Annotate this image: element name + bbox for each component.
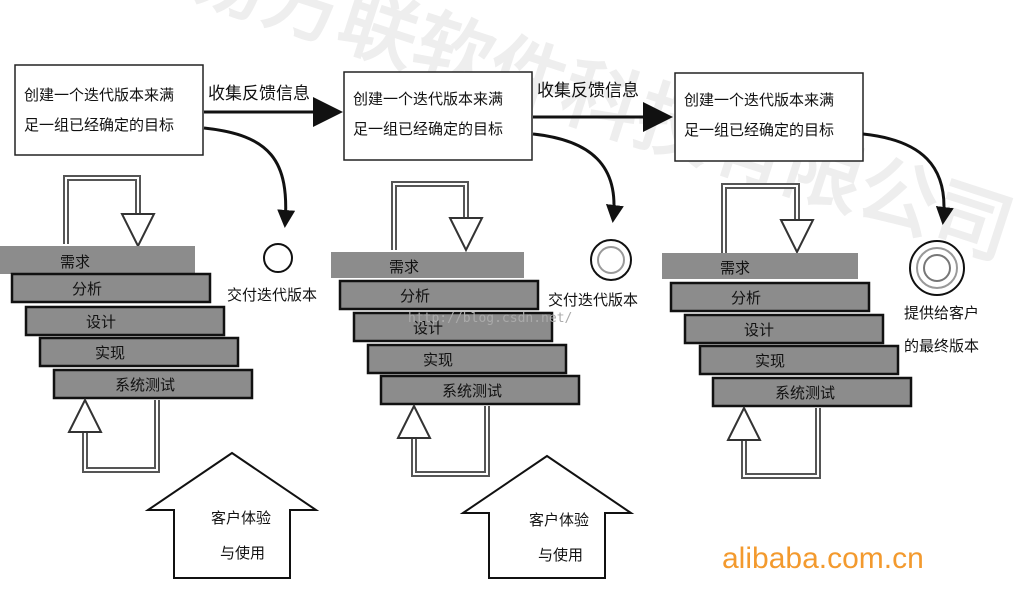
customer-label-1: 客户体验 xyxy=(211,509,271,527)
step-implementation-3 xyxy=(698,344,900,376)
goal-line2: 足一组已经确定的目标 xyxy=(24,116,174,134)
step-label: 需求 xyxy=(60,253,90,271)
step-label: 需求 xyxy=(720,259,750,277)
step-analysis-1 xyxy=(10,272,212,304)
goal-box-2 xyxy=(343,71,533,161)
loop-bottom-1 xyxy=(82,400,160,473)
loop-bottom-3 xyxy=(741,408,821,479)
customer-arrow-2 xyxy=(459,454,635,579)
deliverable-circle-1 xyxy=(263,243,293,273)
step-label: 实现 xyxy=(95,344,125,362)
goal-line1: 创建一个迭代版本来满 xyxy=(684,91,834,109)
step-label: 分析 xyxy=(400,287,430,305)
goal-line2: 足一组已经确定的目标 xyxy=(684,121,834,139)
loop-top-head-2 xyxy=(448,217,484,253)
customer-label-1: 客户体验 xyxy=(529,511,589,529)
loop-bottom-head-1 xyxy=(67,397,103,433)
loop-bottom-2 xyxy=(411,406,490,477)
step-system-test-1 xyxy=(52,368,254,400)
customer-label-2: 与使用 xyxy=(220,544,265,562)
goal-line1: 创建一个迭代版本来满 xyxy=(24,86,174,104)
step-implementation-2 xyxy=(366,343,568,375)
step-label: 分析 xyxy=(72,280,102,298)
loop-top-head-3 xyxy=(779,219,815,255)
step-label: 系统测试 xyxy=(442,382,502,400)
deliver-arrow-1 xyxy=(203,126,296,228)
loop-bottom-head-2 xyxy=(396,403,432,439)
goal-line2: 足一组已经确定的目标 xyxy=(353,120,503,138)
step-design-1 xyxy=(24,305,226,337)
step-analysis-2 xyxy=(338,279,540,311)
step-label: 系统测试 xyxy=(115,376,175,394)
step-label: 设计 xyxy=(744,321,774,339)
step-analysis-3 xyxy=(669,281,871,313)
step-requirements-3 xyxy=(662,253,858,279)
step-design-2 xyxy=(352,311,554,343)
goal-box-1 xyxy=(14,64,204,156)
step-label: 实现 xyxy=(755,352,785,370)
iteration-1: 创建一个迭代版本来满 足一组已经确定的目标 交付迭代版本 需求 分析 设计 实现… xyxy=(0,64,320,579)
customer-arrow-1 xyxy=(144,451,320,579)
feedback-arrows: 收集反馈信息 收集反馈信息 xyxy=(204,81,673,132)
step-label: 实现 xyxy=(423,351,453,369)
url-watermark: http://blog.csdn.net/ xyxy=(408,311,572,326)
step-label: 系统测试 xyxy=(775,384,835,402)
loop-top-head-1 xyxy=(120,213,156,249)
loop-top-1 xyxy=(63,175,141,244)
iteration-3: 创建一个迭代版本来满 足一组已经确定的目标 提供给客户 的最终版本 需求 分析 … xyxy=(662,72,979,479)
step-label: 需求 xyxy=(389,258,419,276)
step-design-3 xyxy=(683,313,885,345)
feedback-label-2: 收集反馈信息 xyxy=(537,81,639,101)
step-system-test-3 xyxy=(711,376,913,408)
step-requirements-2 xyxy=(331,252,524,278)
step-label: 设计 xyxy=(413,319,443,337)
loop-bottom-head-3 xyxy=(726,405,762,441)
watermark: 易方联软件科技有限公司 xyxy=(179,0,1023,277)
step-system-test-2 xyxy=(379,374,581,406)
iteration-2: 创建一个迭代版本来满 足一组已经确定的目标 交付迭代版本 需求 分析 设计 实现… xyxy=(331,71,638,579)
deliver-arrow-2 xyxy=(532,132,624,223)
step-label: 分析 xyxy=(731,289,761,307)
deliverable-label-2: 交付迭代版本 xyxy=(548,291,638,309)
customer-label-2: 与使用 xyxy=(538,546,583,564)
goal-box-3 xyxy=(674,72,864,162)
step-label: 设计 xyxy=(86,313,116,331)
deliver-arrow-3 xyxy=(862,132,954,225)
brand-watermark: alibaba.com.cn xyxy=(722,542,924,575)
deliverable-label-1: 交付迭代版本 xyxy=(227,286,317,304)
deliverable-label-3b: 的最终版本 xyxy=(904,337,979,355)
goal-line1: 创建一个迭代版本来满 xyxy=(353,90,503,108)
step-requirements-1 xyxy=(0,246,195,274)
deliverable-label-3a: 提供给客户 xyxy=(904,304,979,322)
feedback-label-1: 收集反馈信息 xyxy=(208,84,310,104)
step-implementation-1 xyxy=(38,336,240,368)
watermark-text: 易方联软件科技有限公司 xyxy=(179,0,1023,277)
